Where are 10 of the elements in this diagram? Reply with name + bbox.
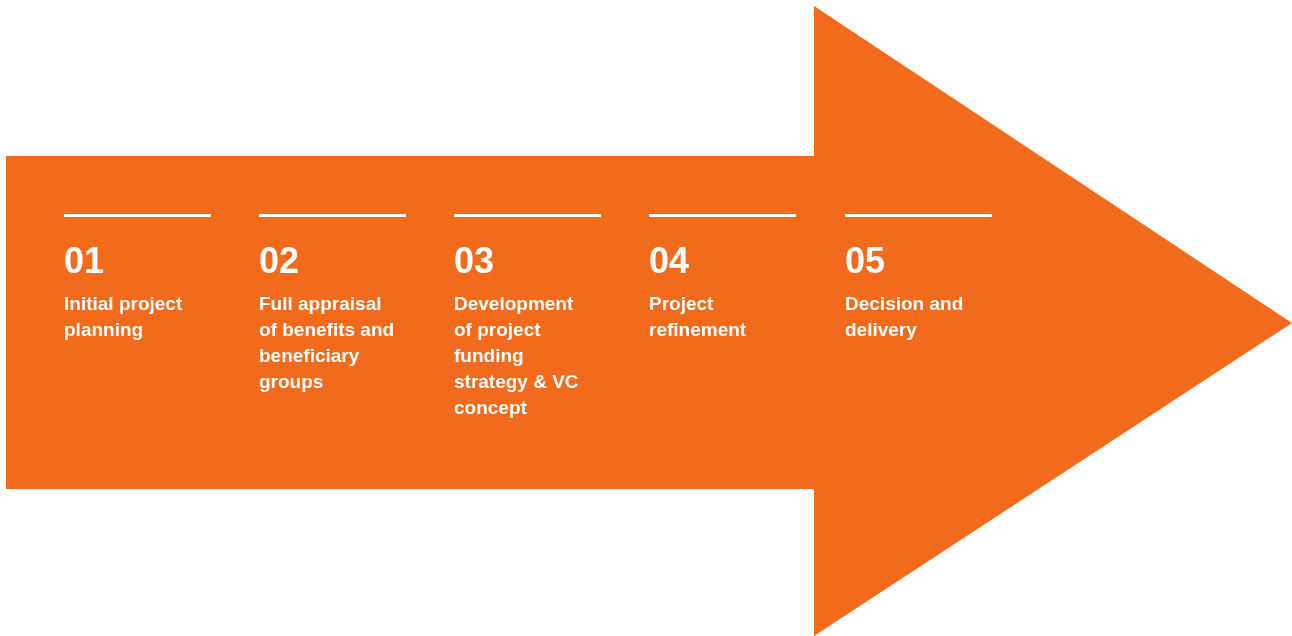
step-title: Full appraisal of benefits and beneficiary groups bbox=[259, 292, 396, 394]
step-number: 02 bbox=[259, 239, 301, 283]
step-number: 03 bbox=[454, 239, 496, 283]
step-title: Project refinement bbox=[649, 292, 748, 342]
step-title: Initial project planning bbox=[64, 292, 184, 342]
step-number: 04 bbox=[649, 239, 691, 283]
step-number: 01 bbox=[64, 239, 106, 283]
step-title: Decision and delivery bbox=[845, 292, 965, 342]
step-number: 05 bbox=[845, 239, 887, 283]
step-title: Development of project funding strategy & VC concept bbox=[454, 292, 580, 420]
